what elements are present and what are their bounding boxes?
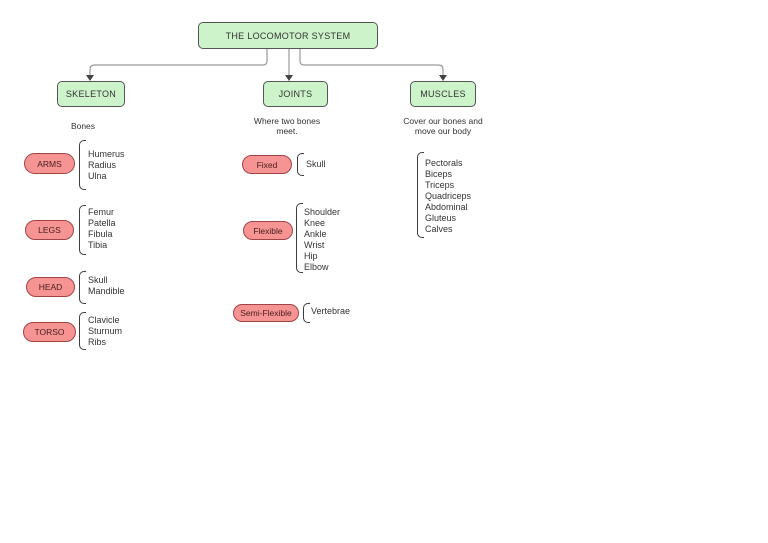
list-item: Vertebrae xyxy=(311,306,351,316)
joints-note-line: meet. xyxy=(276,126,298,136)
list-item: Ribs xyxy=(88,337,107,347)
semi-flexible-items: Vertebrae xyxy=(311,306,350,317)
oval-flexible-label: Flexible xyxy=(253,225,283,236)
list-item: Clavicle xyxy=(88,315,120,325)
list-item: Skull xyxy=(306,159,326,169)
list-item: Mandible xyxy=(88,286,125,296)
bracket-semi-flexible xyxy=(303,303,310,323)
list-item: Pectorals xyxy=(425,158,463,168)
bracket-arms xyxy=(79,140,86,190)
muscles-items: Pectorals Biceps Triceps Quadriceps Abdo… xyxy=(425,158,471,235)
node-joints[interactable]: JOINTS xyxy=(263,81,328,107)
skeleton-note-line: Bones xyxy=(70,121,96,131)
flexible-items: Shoulder Knee Ankle Wrist Hip Elbow xyxy=(304,207,340,273)
node-joints-label: JOINTS xyxy=(278,89,313,99)
node-skeleton[interactable]: SKELETON xyxy=(57,81,125,107)
bracket-fixed xyxy=(297,153,304,176)
list-item: Humerus xyxy=(88,149,125,159)
node-locomotor-system-label: THE LOCOMOTOR SYSTEM xyxy=(225,30,351,41)
list-item: Biceps xyxy=(425,169,453,179)
arms-items: Humerus Radius Ulna xyxy=(88,149,125,182)
bracket-flexible xyxy=(296,203,303,273)
list-item: Shoulder xyxy=(304,207,341,217)
list-item: Knee xyxy=(304,218,326,228)
connector-root-to-muscles xyxy=(299,49,444,76)
node-muscles-label: MUSCLES xyxy=(420,89,466,99)
list-item: Ulna xyxy=(88,171,107,181)
list-item: Sturnum xyxy=(88,326,123,336)
list-item: Triceps xyxy=(425,180,455,190)
oval-head[interactable]: HEAD xyxy=(26,277,75,297)
oval-flexible[interactable]: Flexible xyxy=(243,221,293,240)
joints-note: Where two bones meet. xyxy=(237,116,337,136)
muscles-note-line: Cover our bones and xyxy=(403,116,483,126)
joints-note-line: Where two bones xyxy=(253,116,321,126)
node-skeleton-label: SKELETON xyxy=(65,89,117,99)
list-item: Abdominal xyxy=(425,202,468,212)
legs-items: Femur Patella Fibula Tibia xyxy=(88,207,116,251)
bracket-muscles xyxy=(417,152,424,238)
connector-root-to-skeleton xyxy=(89,49,268,76)
list-item: Calves xyxy=(425,224,453,234)
oval-fixed-label: Fixed xyxy=(256,159,278,170)
list-item: Elbow xyxy=(304,262,329,272)
muscles-note: Cover our bones and move our body xyxy=(393,116,493,136)
oval-semi-flexible-label: Semi-Flexible xyxy=(240,308,292,318)
skeleton-note: Bones xyxy=(43,121,123,131)
muscles-note-line: move our body xyxy=(414,126,472,136)
oval-torso-label: TORSO xyxy=(34,327,65,337)
fixed-items: Skull xyxy=(306,159,326,170)
oval-legs-label: LEGS xyxy=(38,225,61,235)
oval-arms-label: ARMS xyxy=(37,158,62,169)
list-item: Wrist xyxy=(304,240,325,250)
list-item: Fibula xyxy=(88,229,113,239)
list-item: Gluteus xyxy=(425,213,457,223)
oval-fixed[interactable]: Fixed xyxy=(242,155,292,174)
list-item: Ankle xyxy=(304,229,327,239)
list-item: Skull xyxy=(88,275,108,285)
head-items: Skull Mandible xyxy=(88,275,125,297)
list-item: Quadriceps xyxy=(425,191,472,201)
oval-arms[interactable]: ARMS xyxy=(24,153,75,174)
node-locomotor-system[interactable]: THE LOCOMOTOR SYSTEM xyxy=(198,22,378,49)
oval-torso[interactable]: TORSO xyxy=(23,322,76,342)
torso-items: Clavicle Sturnum Ribs xyxy=(88,315,122,348)
oval-legs[interactable]: LEGS xyxy=(25,220,74,240)
oval-head-label: HEAD xyxy=(38,282,63,292)
list-item: Tibia xyxy=(88,240,108,250)
node-muscles[interactable]: MUSCLES xyxy=(410,81,476,107)
bracket-legs xyxy=(79,205,86,255)
list-item: Hip xyxy=(304,251,318,261)
oval-semi-flexible[interactable]: Semi-Flexible xyxy=(233,304,299,322)
list-item: Femur xyxy=(88,207,115,217)
bracket-torso xyxy=(79,312,86,350)
list-item: Patella xyxy=(88,218,116,228)
bracket-head xyxy=(79,271,86,304)
list-item: Radius xyxy=(88,160,117,170)
